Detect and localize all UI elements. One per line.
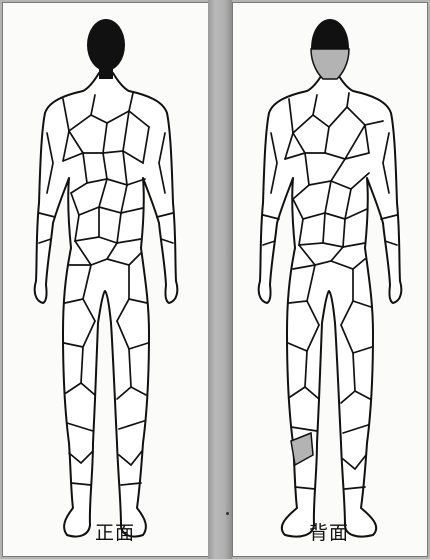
panel-divider <box>208 0 232 559</box>
front-neck <box>99 67 113 79</box>
front-body-outline <box>35 73 178 537</box>
front-figure <box>3 3 209 556</box>
front-view-panel: 正面 <box>2 2 210 557</box>
front-view-label: 正面 <box>95 518 135 545</box>
back-view-panel: 背面 <box>232 2 428 557</box>
back-figure <box>233 3 427 556</box>
back-head-nape-shaded <box>311 49 349 79</box>
back-head-hair <box>311 19 349 49</box>
divider-dot <box>226 512 229 515</box>
front-head <box>87 19 125 71</box>
back-view-label: 背面 <box>309 518 349 545</box>
back-body-outline <box>259 73 402 537</box>
